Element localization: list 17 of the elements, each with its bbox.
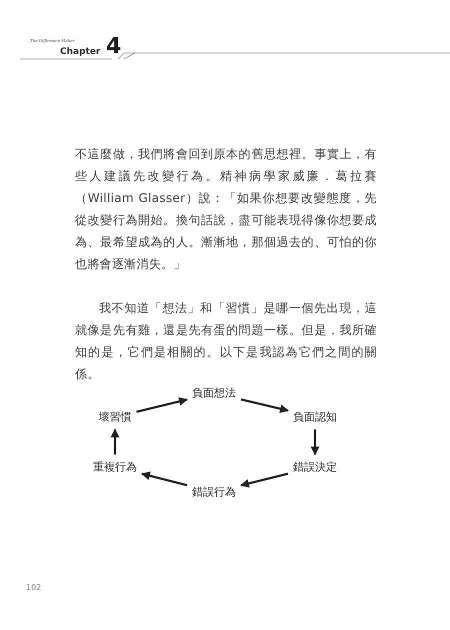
arrow bbox=[240, 398, 289, 414]
cycle-step-label: 負面想法 bbox=[192, 386, 236, 400]
arrow bbox=[240, 472, 288, 488]
arrow bbox=[310, 430, 320, 456]
arrow bbox=[110, 428, 120, 454]
cycle-step-label: 錯誤決定 bbox=[293, 460, 337, 474]
chapter-number: 4 bbox=[106, 35, 122, 59]
body-paragraph: 我不知道「想法」和「習慣」是哪一個先出現，這就像是先有雞，還是先有蛋的問題一樣。但是，我所確知的是，它們是相關的。以下是我認為它們之間的關係。 bbox=[75, 300, 377, 383]
cycle-step-label: 壞習慣 bbox=[98, 410, 132, 424]
page-number: 102 bbox=[26, 583, 42, 592]
cycle-step-label: 錯誤行為 bbox=[192, 484, 236, 500]
cycle-step-label: 負面認知 bbox=[293, 410, 337, 424]
arrow bbox=[141, 472, 188, 486]
body-paragraph: 不這麼做，我們將會回到原本的舊思想裡。事實上，有些人建議先改變行為。精神病學家威廉．葛拉賽（William Glasser）說：「如果你想要改變態度，先從改變行為開始。換句話說，盡可能表現得像你想要成為、最希望成為的人。漸漸地，那個過去的、可怕的你也將會逐漸消失。」 bbox=[75, 146, 377, 273]
chapter-heading: Chapter bbox=[60, 47, 100, 57]
cycle-step-label: 重複行為 bbox=[93, 460, 137, 474]
arrow bbox=[136, 397, 188, 413]
